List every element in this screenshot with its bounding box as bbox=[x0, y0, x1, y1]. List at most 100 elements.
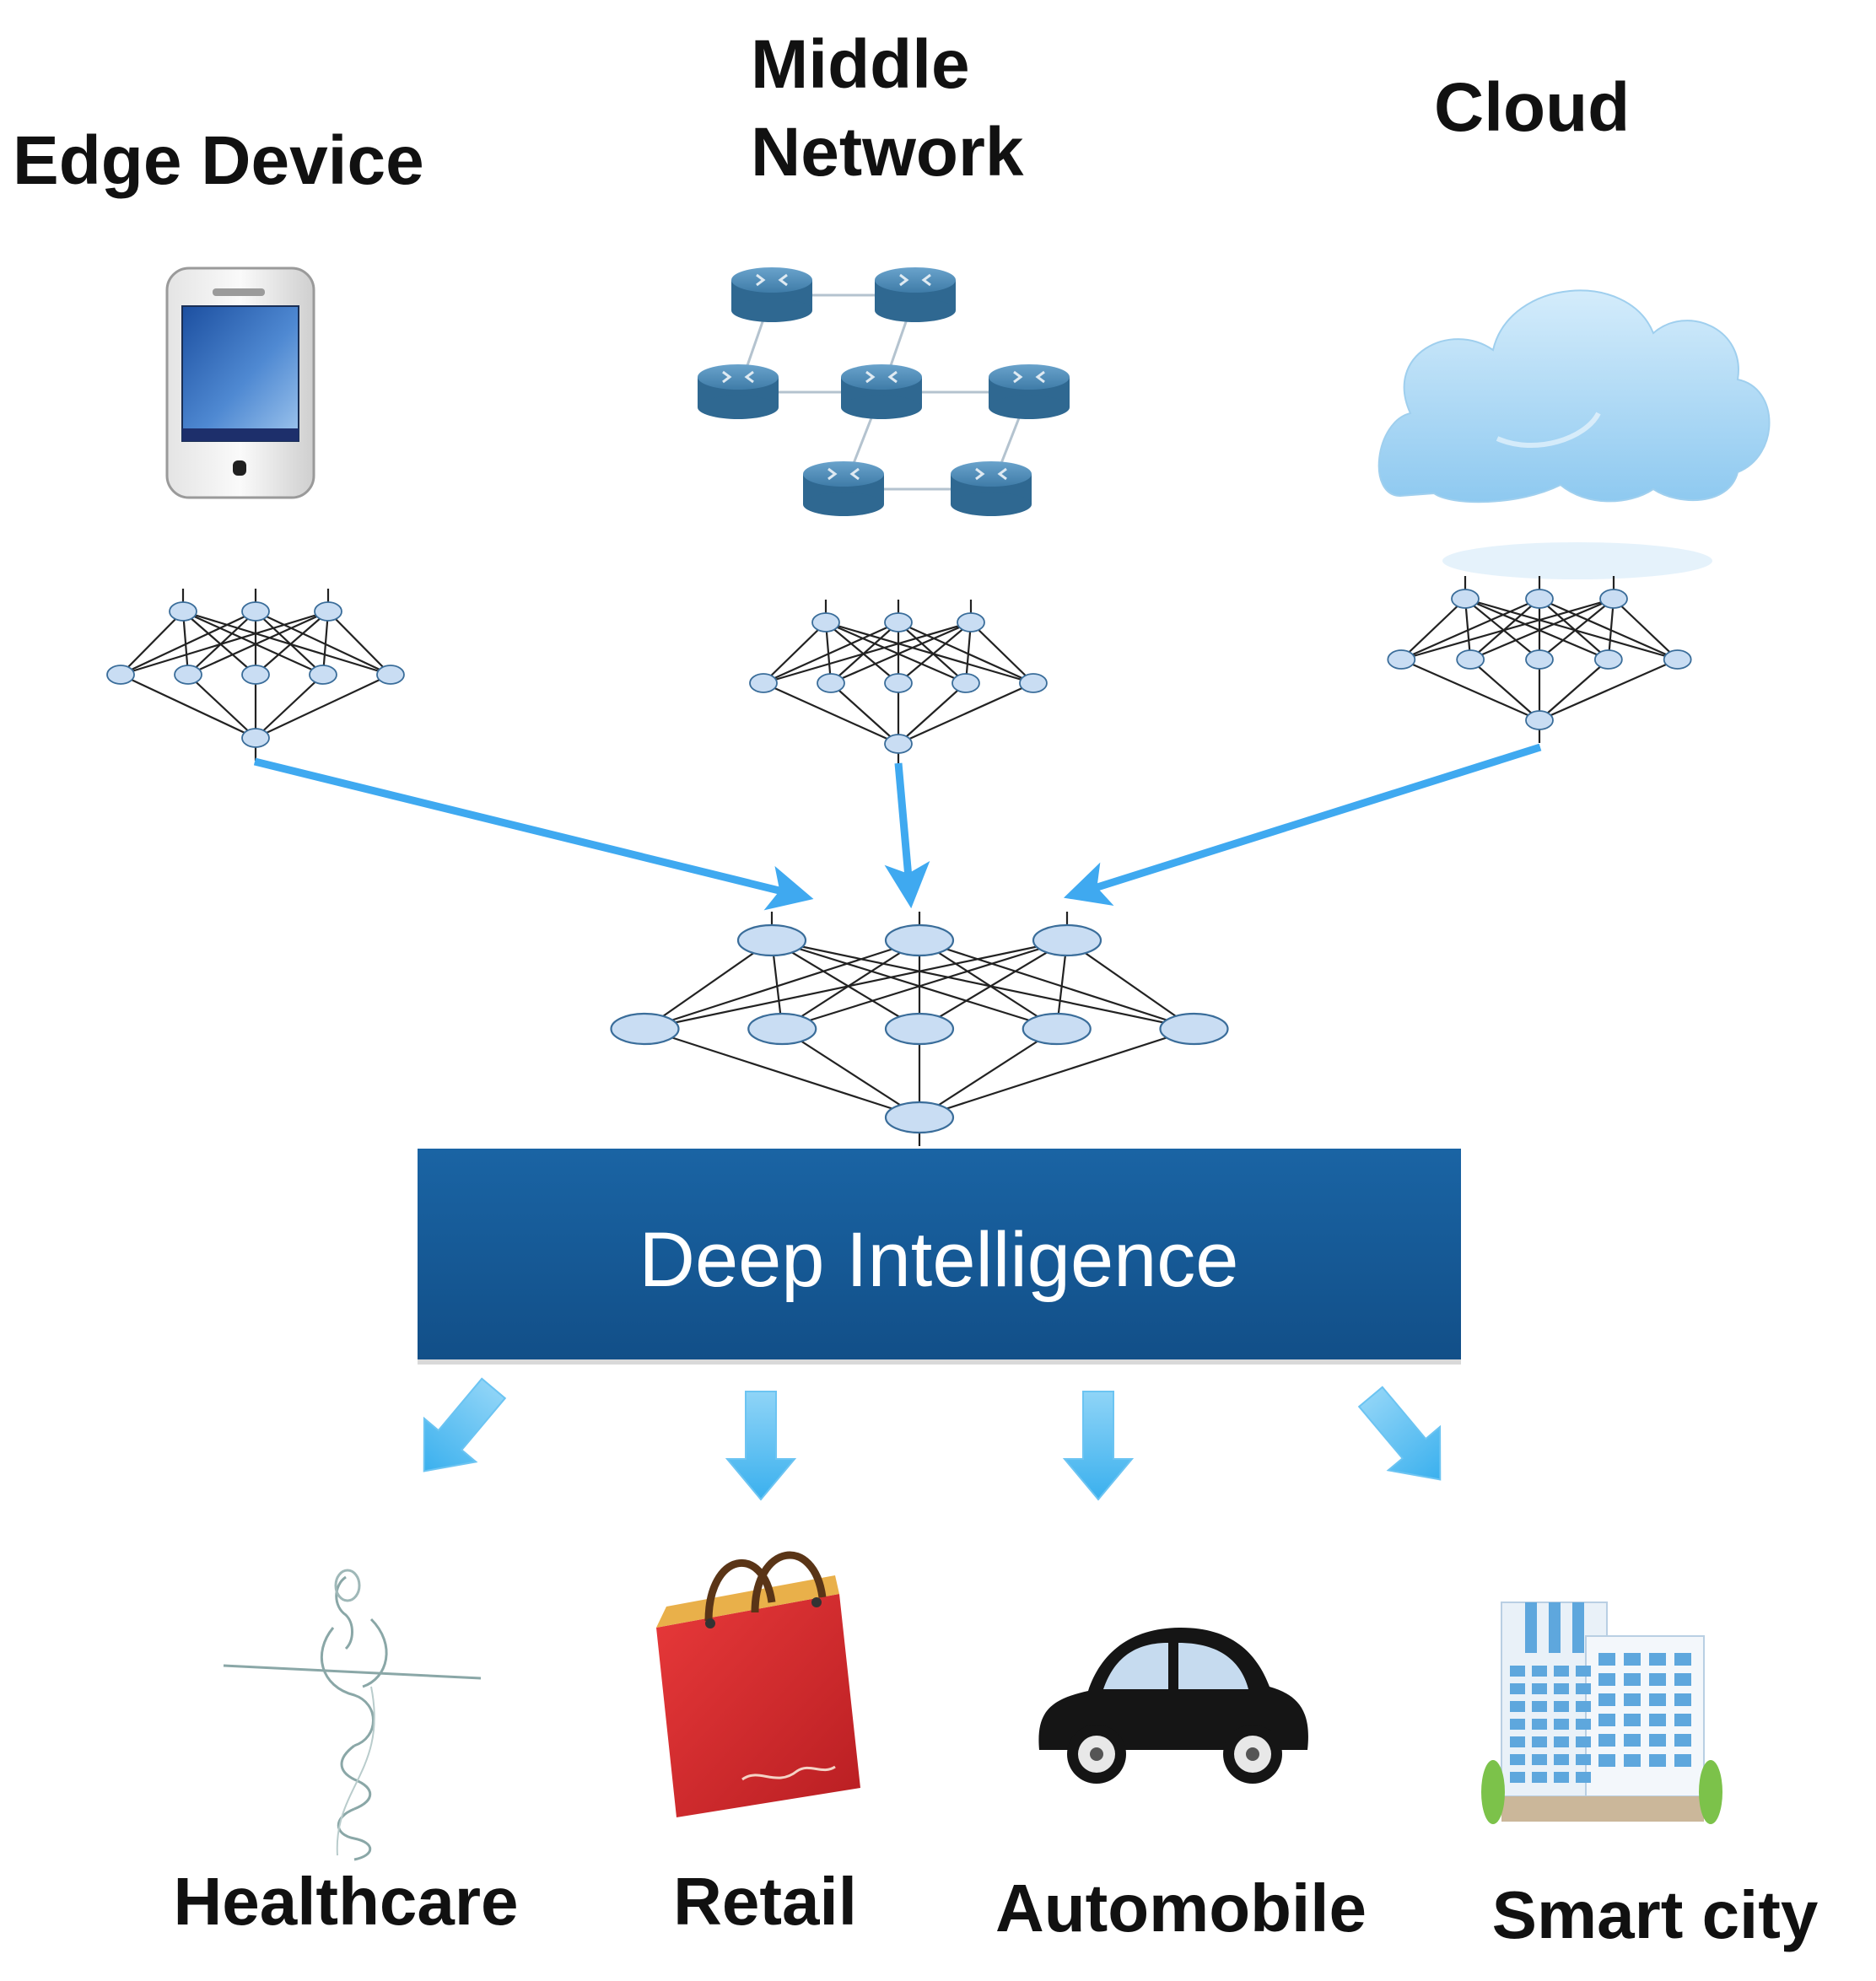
city-window bbox=[1649, 1754, 1666, 1767]
city-window bbox=[1554, 1719, 1569, 1730]
central-neural-network bbox=[610, 912, 1229, 1146]
network-node bbox=[314, 601, 342, 622]
network-node bbox=[169, 601, 197, 622]
smartphone-icon bbox=[165, 266, 315, 499]
city-window bbox=[1510, 1754, 1525, 1765]
city-window bbox=[1532, 1701, 1547, 1712]
city-window bbox=[1624, 1734, 1641, 1747]
city-window bbox=[1554, 1772, 1569, 1783]
city-window bbox=[1598, 1653, 1615, 1666]
city-window bbox=[1576, 1683, 1591, 1694]
city-window bbox=[1598, 1693, 1615, 1706]
city-window bbox=[1624, 1693, 1641, 1706]
city-window bbox=[1674, 1673, 1691, 1686]
city-window bbox=[1532, 1666, 1547, 1677]
city-window bbox=[1532, 1772, 1547, 1783]
city-window bbox=[1624, 1714, 1641, 1726]
network-node bbox=[610, 1012, 680, 1046]
middle-network-title: Middle Network bbox=[751, 26, 1024, 191]
router-icon bbox=[803, 461, 884, 516]
city-window bbox=[1674, 1653, 1691, 1666]
network-node bbox=[749, 673, 778, 693]
city-window bbox=[1576, 1772, 1591, 1783]
city-window bbox=[1510, 1701, 1525, 1712]
middle-network-title-line1: Middle bbox=[751, 26, 970, 103]
shopping-bag-icon bbox=[656, 1551, 860, 1817]
city-window bbox=[1510, 1736, 1525, 1747]
city-window bbox=[1598, 1673, 1615, 1686]
city-window bbox=[1510, 1719, 1525, 1730]
city-window bbox=[1674, 1693, 1691, 1706]
deep-intelligence-label: Deep Intelligence bbox=[639, 1217, 1239, 1303]
city-window bbox=[1532, 1754, 1547, 1765]
network-node bbox=[241, 665, 270, 685]
network-node bbox=[951, 673, 980, 693]
city-window bbox=[1624, 1754, 1641, 1767]
city-window bbox=[1554, 1736, 1569, 1747]
network-node bbox=[736, 923, 807, 957]
car-icon bbox=[1038, 1628, 1308, 1784]
city-window bbox=[1598, 1734, 1615, 1747]
city-window bbox=[1532, 1736, 1547, 1747]
retail-label: Retail bbox=[673, 1864, 857, 1939]
city-window bbox=[1624, 1653, 1641, 1666]
router-icon bbox=[951, 461, 1032, 516]
arrow-to-retail bbox=[725, 1391, 797, 1501]
city-window bbox=[1510, 1683, 1525, 1694]
middle-neural-network bbox=[749, 600, 1048, 767]
edge-device-title: Edge Device bbox=[13, 122, 424, 199]
city-window bbox=[1554, 1754, 1569, 1765]
city-window bbox=[1624, 1673, 1641, 1686]
city-window bbox=[1674, 1734, 1691, 1747]
network-node bbox=[1599, 589, 1628, 609]
network-node bbox=[1456, 649, 1485, 670]
city-window bbox=[1554, 1666, 1569, 1677]
network-node bbox=[884, 673, 913, 693]
arrow-to-automobile bbox=[1062, 1391, 1135, 1501]
application-arrows bbox=[423, 1377, 1442, 1501]
network-node bbox=[1451, 589, 1480, 609]
city-window bbox=[1532, 1719, 1547, 1730]
city-window bbox=[1649, 1734, 1666, 1747]
healthcare-label: Healthcare bbox=[173, 1864, 518, 1939]
city-window bbox=[1598, 1754, 1615, 1767]
city-window bbox=[1554, 1683, 1569, 1694]
city-window bbox=[1510, 1772, 1525, 1783]
network-node bbox=[241, 728, 270, 748]
network-node bbox=[884, 734, 913, 754]
router-network-icon bbox=[698, 267, 1070, 516]
city-window bbox=[1510, 1666, 1525, 1677]
network-node bbox=[241, 601, 270, 622]
network-node bbox=[1593, 649, 1623, 670]
network-node bbox=[106, 665, 135, 685]
network-node bbox=[174, 665, 202, 685]
network-node bbox=[884, 612, 913, 633]
network-node bbox=[1525, 649, 1554, 670]
city-window bbox=[1576, 1754, 1591, 1765]
smart-city-label: Smart city bbox=[1492, 1877, 1819, 1952]
city-window bbox=[1649, 1714, 1666, 1726]
network-node bbox=[1525, 589, 1554, 609]
network-node bbox=[811, 612, 840, 633]
cloud-neural-network bbox=[1387, 576, 1692, 743]
router-icon bbox=[989, 364, 1070, 419]
network-node bbox=[1663, 649, 1692, 670]
healthcare-figure-icon bbox=[223, 1569, 482, 1861]
city-window bbox=[1649, 1673, 1666, 1686]
arrow-cloud-to-center bbox=[1063, 743, 1542, 907]
network-node bbox=[1159, 1012, 1229, 1046]
cloud-icon bbox=[1377, 289, 1771, 579]
router-icon bbox=[698, 364, 779, 419]
network-node bbox=[817, 673, 845, 693]
city-window bbox=[1598, 1714, 1615, 1726]
city-window bbox=[1674, 1754, 1691, 1767]
network-node bbox=[1525, 710, 1554, 730]
automobile-label: Automobile bbox=[995, 1871, 1367, 1946]
city-window bbox=[1554, 1701, 1569, 1712]
arrow-to-healthcare bbox=[423, 1377, 507, 1472]
network-node bbox=[1022, 1012, 1092, 1046]
city-window bbox=[1576, 1701, 1591, 1712]
middle-network-title-line2: Network bbox=[751, 114, 1024, 191]
network-node bbox=[309, 665, 337, 685]
